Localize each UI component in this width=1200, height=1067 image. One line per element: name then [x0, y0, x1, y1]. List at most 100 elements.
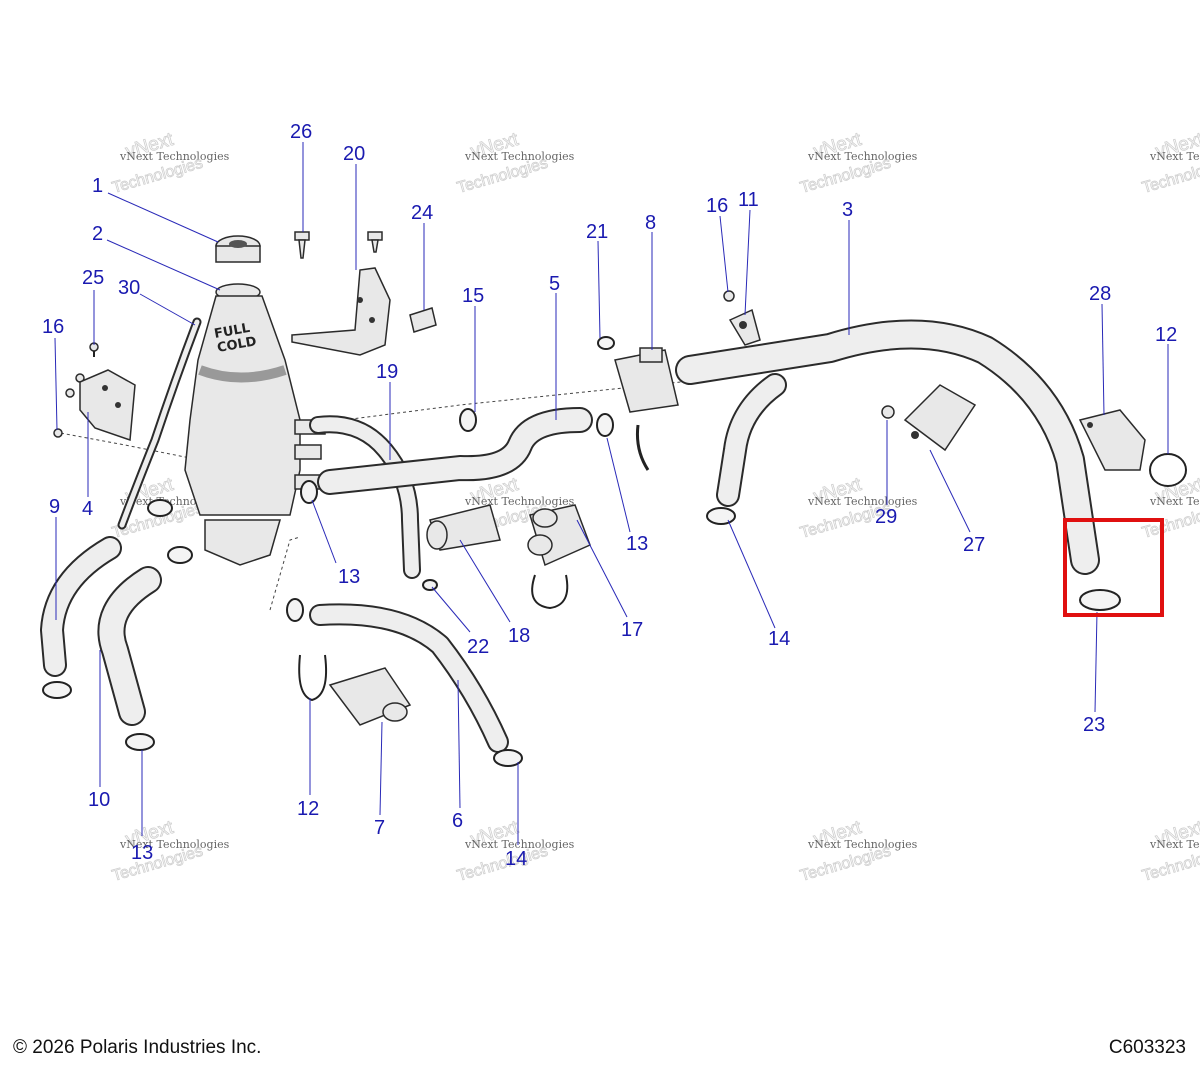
svg-text:vNext Technologies: vNext Technologies — [464, 838, 575, 851]
overflow-hose[interactable] — [309, 415, 421, 579]
callout-30[interactable]: 30 — [118, 277, 140, 299]
callout-28[interactable]: 28 — [1089, 283, 1111, 305]
hose-clamp[interactable] — [1079, 589, 1121, 611]
pipe-clamp-bracket[interactable] — [903, 384, 977, 452]
callout-6[interactable]: 6 — [452, 810, 463, 832]
lower-hose-right[interactable] — [97, 566, 162, 726]
svg-text:COLD: COLD — [216, 334, 258, 356]
band-clamp[interactable] — [636, 424, 650, 471]
vent-tube[interactable] — [117, 317, 202, 530]
mounting-plate[interactable] — [79, 369, 136, 442]
pipe-branch[interactable] — [716, 373, 787, 507]
watermark: vNext vNext Technologies Technologies — [455, 128, 575, 197]
callout-18[interactable]: 18 — [508, 625, 530, 647]
hose-clamp[interactable] — [42, 681, 72, 699]
nut[interactable] — [723, 290, 735, 302]
callout-11[interactable]: 11 — [738, 189, 759, 211]
coolant-reservoir[interactable]: FULL COLD — [184, 283, 326, 566]
callout-16[interactable]: 16 — [706, 195, 728, 217]
tee-fitting[interactable] — [426, 504, 501, 551]
spring-clamp[interactable] — [298, 654, 328, 702]
callout-13[interactable]: 13 — [626, 533, 648, 555]
svg-text:vNext Technologies: vNext Technologies — [807, 150, 918, 163]
callout-8[interactable]: 8 — [645, 212, 656, 234]
hose-clamp[interactable] — [167, 546, 193, 564]
hose-clamp[interactable] — [422, 579, 438, 591]
callout-13[interactable]: 13 — [131, 842, 153, 864]
callout-4[interactable]: 4 — [82, 498, 93, 520]
hose-clamp[interactable] — [493, 749, 523, 767]
callout-2[interactable]: 2 — [92, 223, 103, 245]
svg-text:vNext Technologies: vNext Technologies — [464, 495, 575, 508]
callout-12[interactable]: 12 — [1155, 324, 1177, 346]
push-rivet[interactable] — [294, 231, 310, 259]
watermark: vNext vNext Technologies Technologies — [1140, 473, 1200, 542]
callout-16[interactable]: 16 — [42, 316, 64, 338]
callout-14[interactable]: 14 — [768, 628, 790, 650]
callout-9[interactable]: 9 — [49, 496, 60, 518]
lower-hose-left[interactable] — [40, 536, 122, 677]
hose-clamp[interactable] — [286, 598, 304, 622]
callout-5[interactable]: 5 — [549, 273, 560, 295]
spring-clamp[interactable] — [1149, 453, 1187, 487]
callout-23[interactable]: 23 — [1083, 714, 1105, 736]
hose-fitting[interactable] — [409, 307, 437, 333]
callout-13[interactable]: 13 — [338, 566, 360, 588]
hose-clamp[interactable] — [147, 499, 173, 517]
callout-27[interactable]: 27 — [963, 534, 985, 556]
callout-25[interactable]: 25 — [82, 267, 104, 289]
watermark: vNext vNext Technologies Technologies — [798, 816, 918, 885]
watermark: vNext vNext Technologies Technologies — [798, 473, 918, 542]
callout-24[interactable]: 24 — [411, 202, 433, 224]
assembly-line — [269, 536, 301, 611]
screw[interactable] — [53, 373, 85, 438]
watermark: vNext vNext Technologies Technologies — [110, 816, 230, 885]
coolant-hose-lower[interactable] — [309, 603, 509, 753]
callout-12[interactable]: 12 — [297, 798, 319, 820]
pipe-bracket[interactable] — [728, 308, 761, 346]
callout-29[interactable]: 29 — [875, 506, 897, 528]
nut[interactable] — [881, 405, 895, 419]
copyright-text: © 2026 Polaris Industries Inc. — [13, 1037, 262, 1058]
callout-26[interactable]: 26 — [290, 121, 312, 143]
spring-clamp[interactable] — [531, 574, 569, 610]
hose-clamp[interactable] — [459, 408, 477, 432]
reservoir-bracket[interactable] — [291, 267, 391, 356]
hose-connector[interactable] — [328, 667, 412, 726]
svg-text:vNext Technologies: vNext Technologies — [807, 495, 918, 508]
callout-17[interactable]: 17 — [621, 619, 643, 641]
callout-1[interactable]: 1 — [92, 175, 103, 197]
watermark: vNext vNext Technologies Technologies — [1140, 816, 1200, 885]
callout-21[interactable]: 21 — [586, 221, 608, 243]
callout-3[interactable]: 3 — [842, 199, 853, 221]
hose-clamp[interactable] — [300, 480, 318, 504]
highlight-box — [1063, 518, 1164, 617]
svg-text:vNext Technologies: vNext Technologies — [1149, 495, 1200, 508]
svg-text:vNext Technologies: vNext Technologies — [1149, 838, 1200, 851]
hose-clamp[interactable] — [125, 733, 155, 751]
callout-14[interactable]: 14 — [505, 848, 527, 870]
leader-lines — [54, 142, 1169, 845]
callout-19[interactable]: 19 — [376, 361, 398, 383]
exploded-parts-diagram: vNext vNext Technologies Technologies vN… — [40, 121, 1200, 885]
callout-10[interactable]: 10 — [88, 789, 110, 811]
coolant-pipe-upper[interactable] — [675, 319, 1100, 575]
spring-clamp[interactable] — [597, 336, 615, 350]
callout-15[interactable]: 15 — [462, 285, 484, 307]
diagram-code: C603323 — [1108, 1037, 1186, 1058]
thermostat-housing[interactable] — [614, 347, 679, 413]
hose-clamp[interactable] — [596, 413, 614, 437]
callout-22[interactable]: 22 — [467, 636, 489, 658]
radiator-cap[interactable] — [215, 235, 261, 263]
svg-text:vNext Technologies: vNext Technologies — [1149, 150, 1200, 163]
coolant-hose-main[interactable] — [317, 407, 593, 495]
screw[interactable] — [89, 342, 99, 357]
callout-7[interactable]: 7 — [374, 817, 385, 839]
push-rivet[interactable] — [367, 231, 383, 253]
assembly-line — [54, 431, 191, 459]
y-fitting[interactable] — [527, 504, 591, 567]
elbow-fitting[interactable] — [1078, 409, 1146, 471]
callout-20[interactable]: 20 — [343, 143, 365, 165]
hose-clamp[interactable] — [706, 507, 736, 525]
